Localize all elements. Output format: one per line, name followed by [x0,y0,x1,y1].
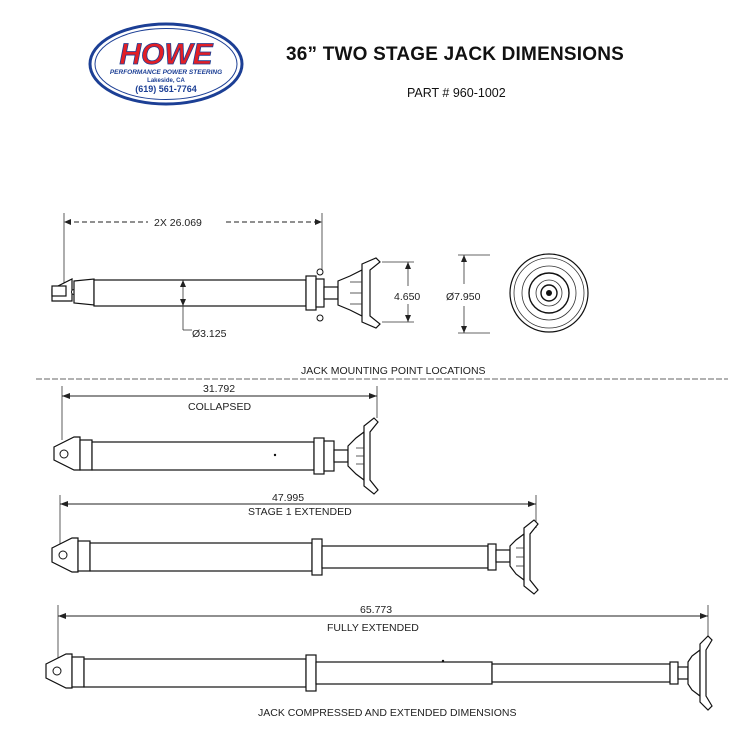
mount-length-label: 2X 26.069 [154,217,202,229]
footer-caption: JACK COMPRESSED AND EXTENDED DIMENSIONS [258,707,516,719]
logo-tagline: PERFORMANCE POWER STEERING [110,69,222,76]
mount-end-diameter-label: Ø7.950 [446,291,481,303]
stage1-caption: STAGE 1 EXTENDED [248,506,352,518]
stage1-value: 47.995 [272,492,304,504]
full-value: 65.773 [360,604,392,616]
logo-phone: (619) 561-7764 [135,84,197,94]
end-view [509,253,589,333]
mounting-caption: JACK MOUNTING POINT LOCATIONS [301,365,486,377]
part-number: PART # 960-1002 [407,86,506,100]
stage1-view: 47.995 STAGE 1 EXTENDED [51,492,539,595]
collapsed-view: 31.792 COLLAPSED [53,383,379,495]
full-caption: FULLY EXTENDED [327,622,419,634]
logo-brand: HOWE [119,38,213,71]
page-title: 36” TWO STAGE JACK DIMENSIONS [286,44,624,65]
logo-location: Lakeside, CA [147,78,185,84]
mount-height-label: 4.650 [394,291,420,303]
howe-logo: HOWE PERFORMANCE POWER STEERING Lakeside… [88,22,244,106]
mount-diameter-label: Ø3.125 [192,328,227,340]
full-view: 65.773 FULLY EXTENDED [45,604,713,711]
collapsed-caption: COLLAPSED [188,401,251,413]
mounting-view: 2X 26.069 Ø3.125 4.650 [36,213,728,380]
collapsed-value: 31.792 [203,383,235,395]
